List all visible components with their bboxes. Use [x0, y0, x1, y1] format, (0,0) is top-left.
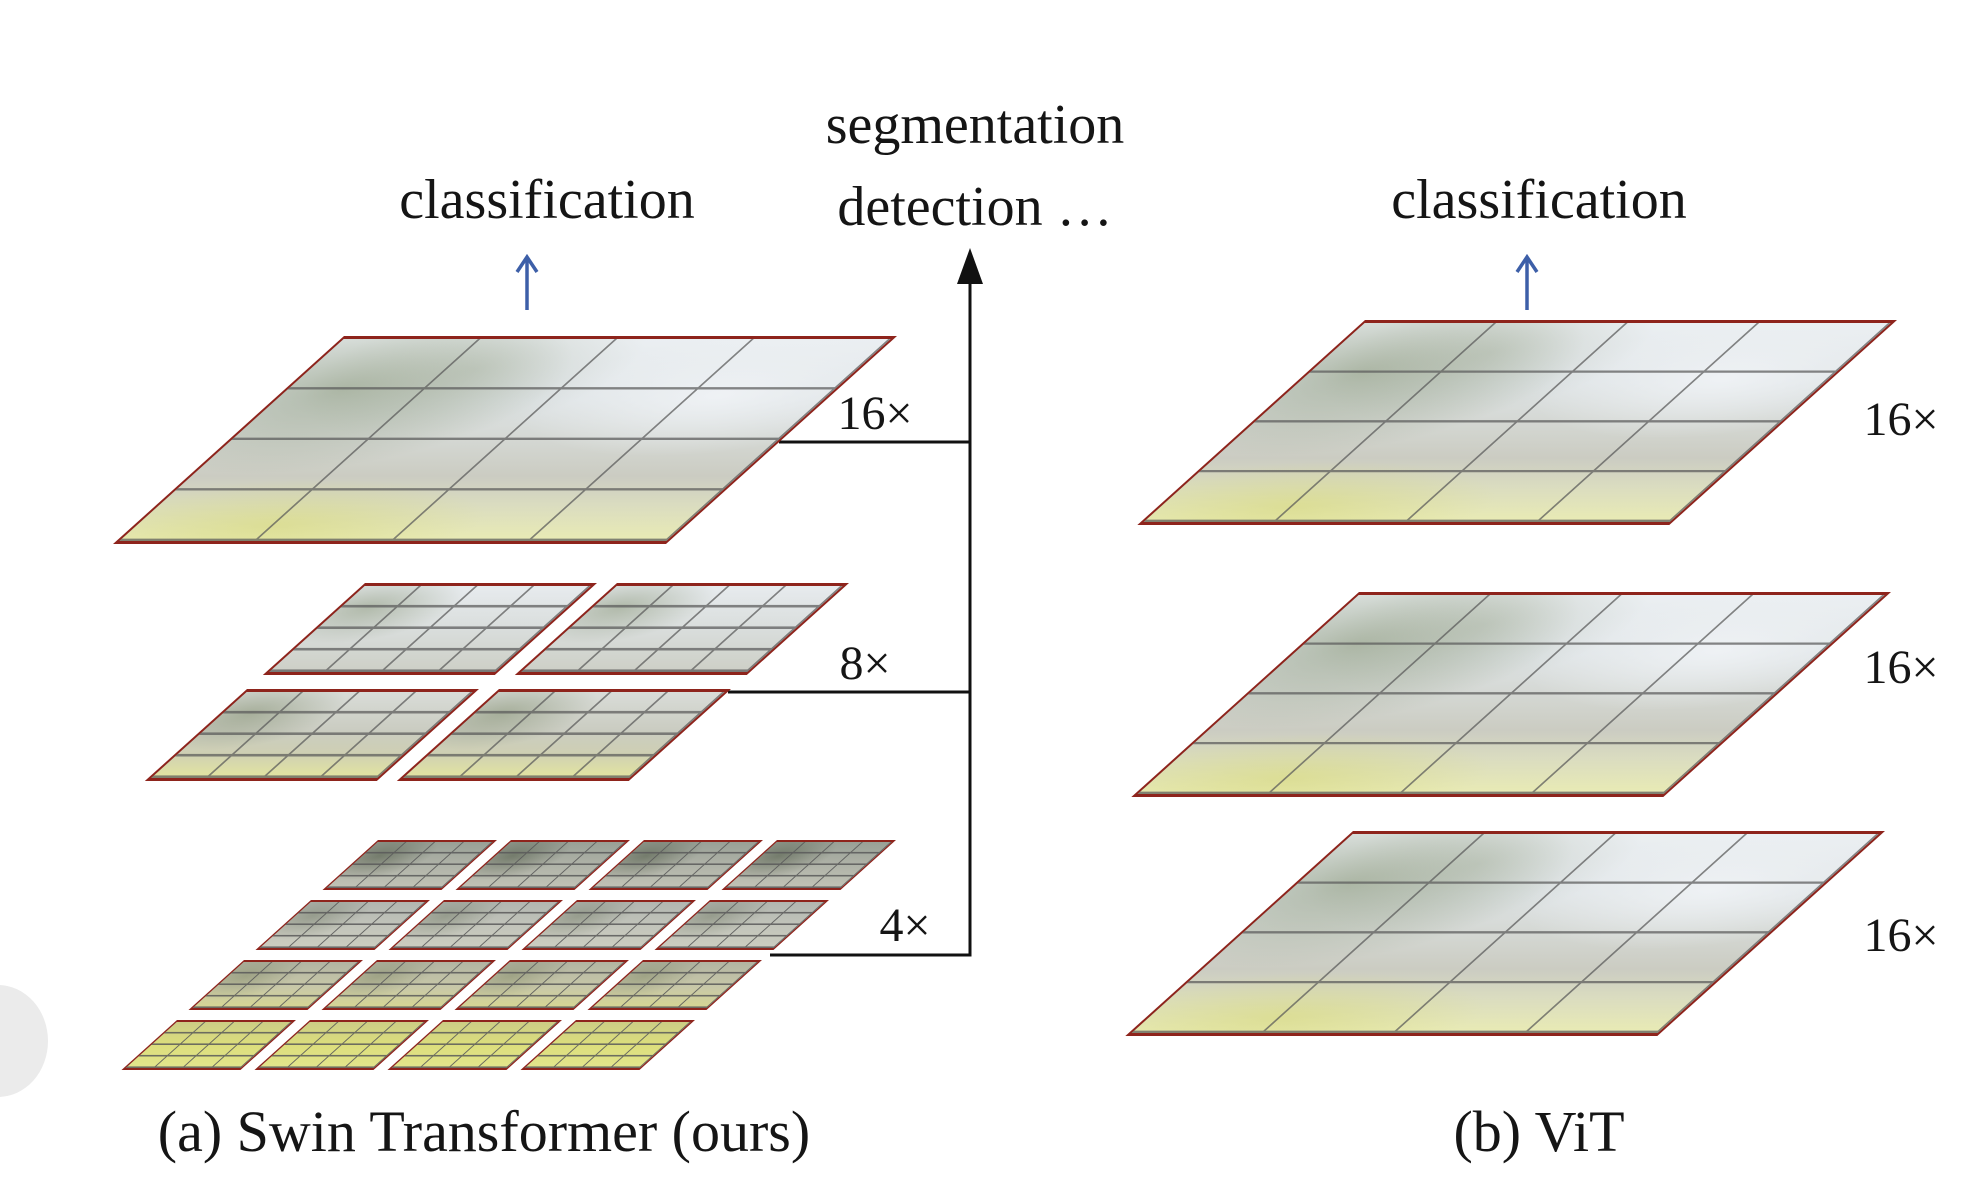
swin-scale-label-8x: 8×: [839, 637, 891, 690]
page-edge-artifact: [0, 985, 48, 1097]
swin-feature-map-16x: [112, 336, 897, 544]
swin-scale-label-16x: 16×: [837, 387, 913, 440]
right-classification-arrow-icon: [1515, 253, 1539, 310]
right-classification-label: classification: [1391, 169, 1687, 231]
vit-feature-map-16x: [1137, 320, 1897, 525]
caption-swin: (a) Swin Transformer (ours): [157, 1099, 811, 1164]
left-classification-arrow-icon: [515, 253, 539, 310]
vit-scale-label-2: 16×: [1863, 641, 1939, 694]
left-classification-label: classification: [399, 169, 695, 231]
swin-scale-label-4x: 4×: [879, 899, 931, 952]
vit-scale-label-1: 16×: [1863, 393, 1939, 446]
tasks-line-segmentation: segmentation: [825, 94, 1125, 156]
caption-vit: (b) ViT: [1453, 1099, 1625, 1164]
vit-feature-map-16x: [1125, 831, 1885, 1036]
pipeline-arrow-icon: [957, 248, 983, 284]
vit-scale-label-3: 16×: [1863, 909, 1939, 962]
vit-feature-map-16x: [1131, 592, 1891, 797]
tasks-line-detection: detection …: [837, 176, 1113, 238]
tasks-label: segmentation detection …: [725, 84, 1225, 248]
